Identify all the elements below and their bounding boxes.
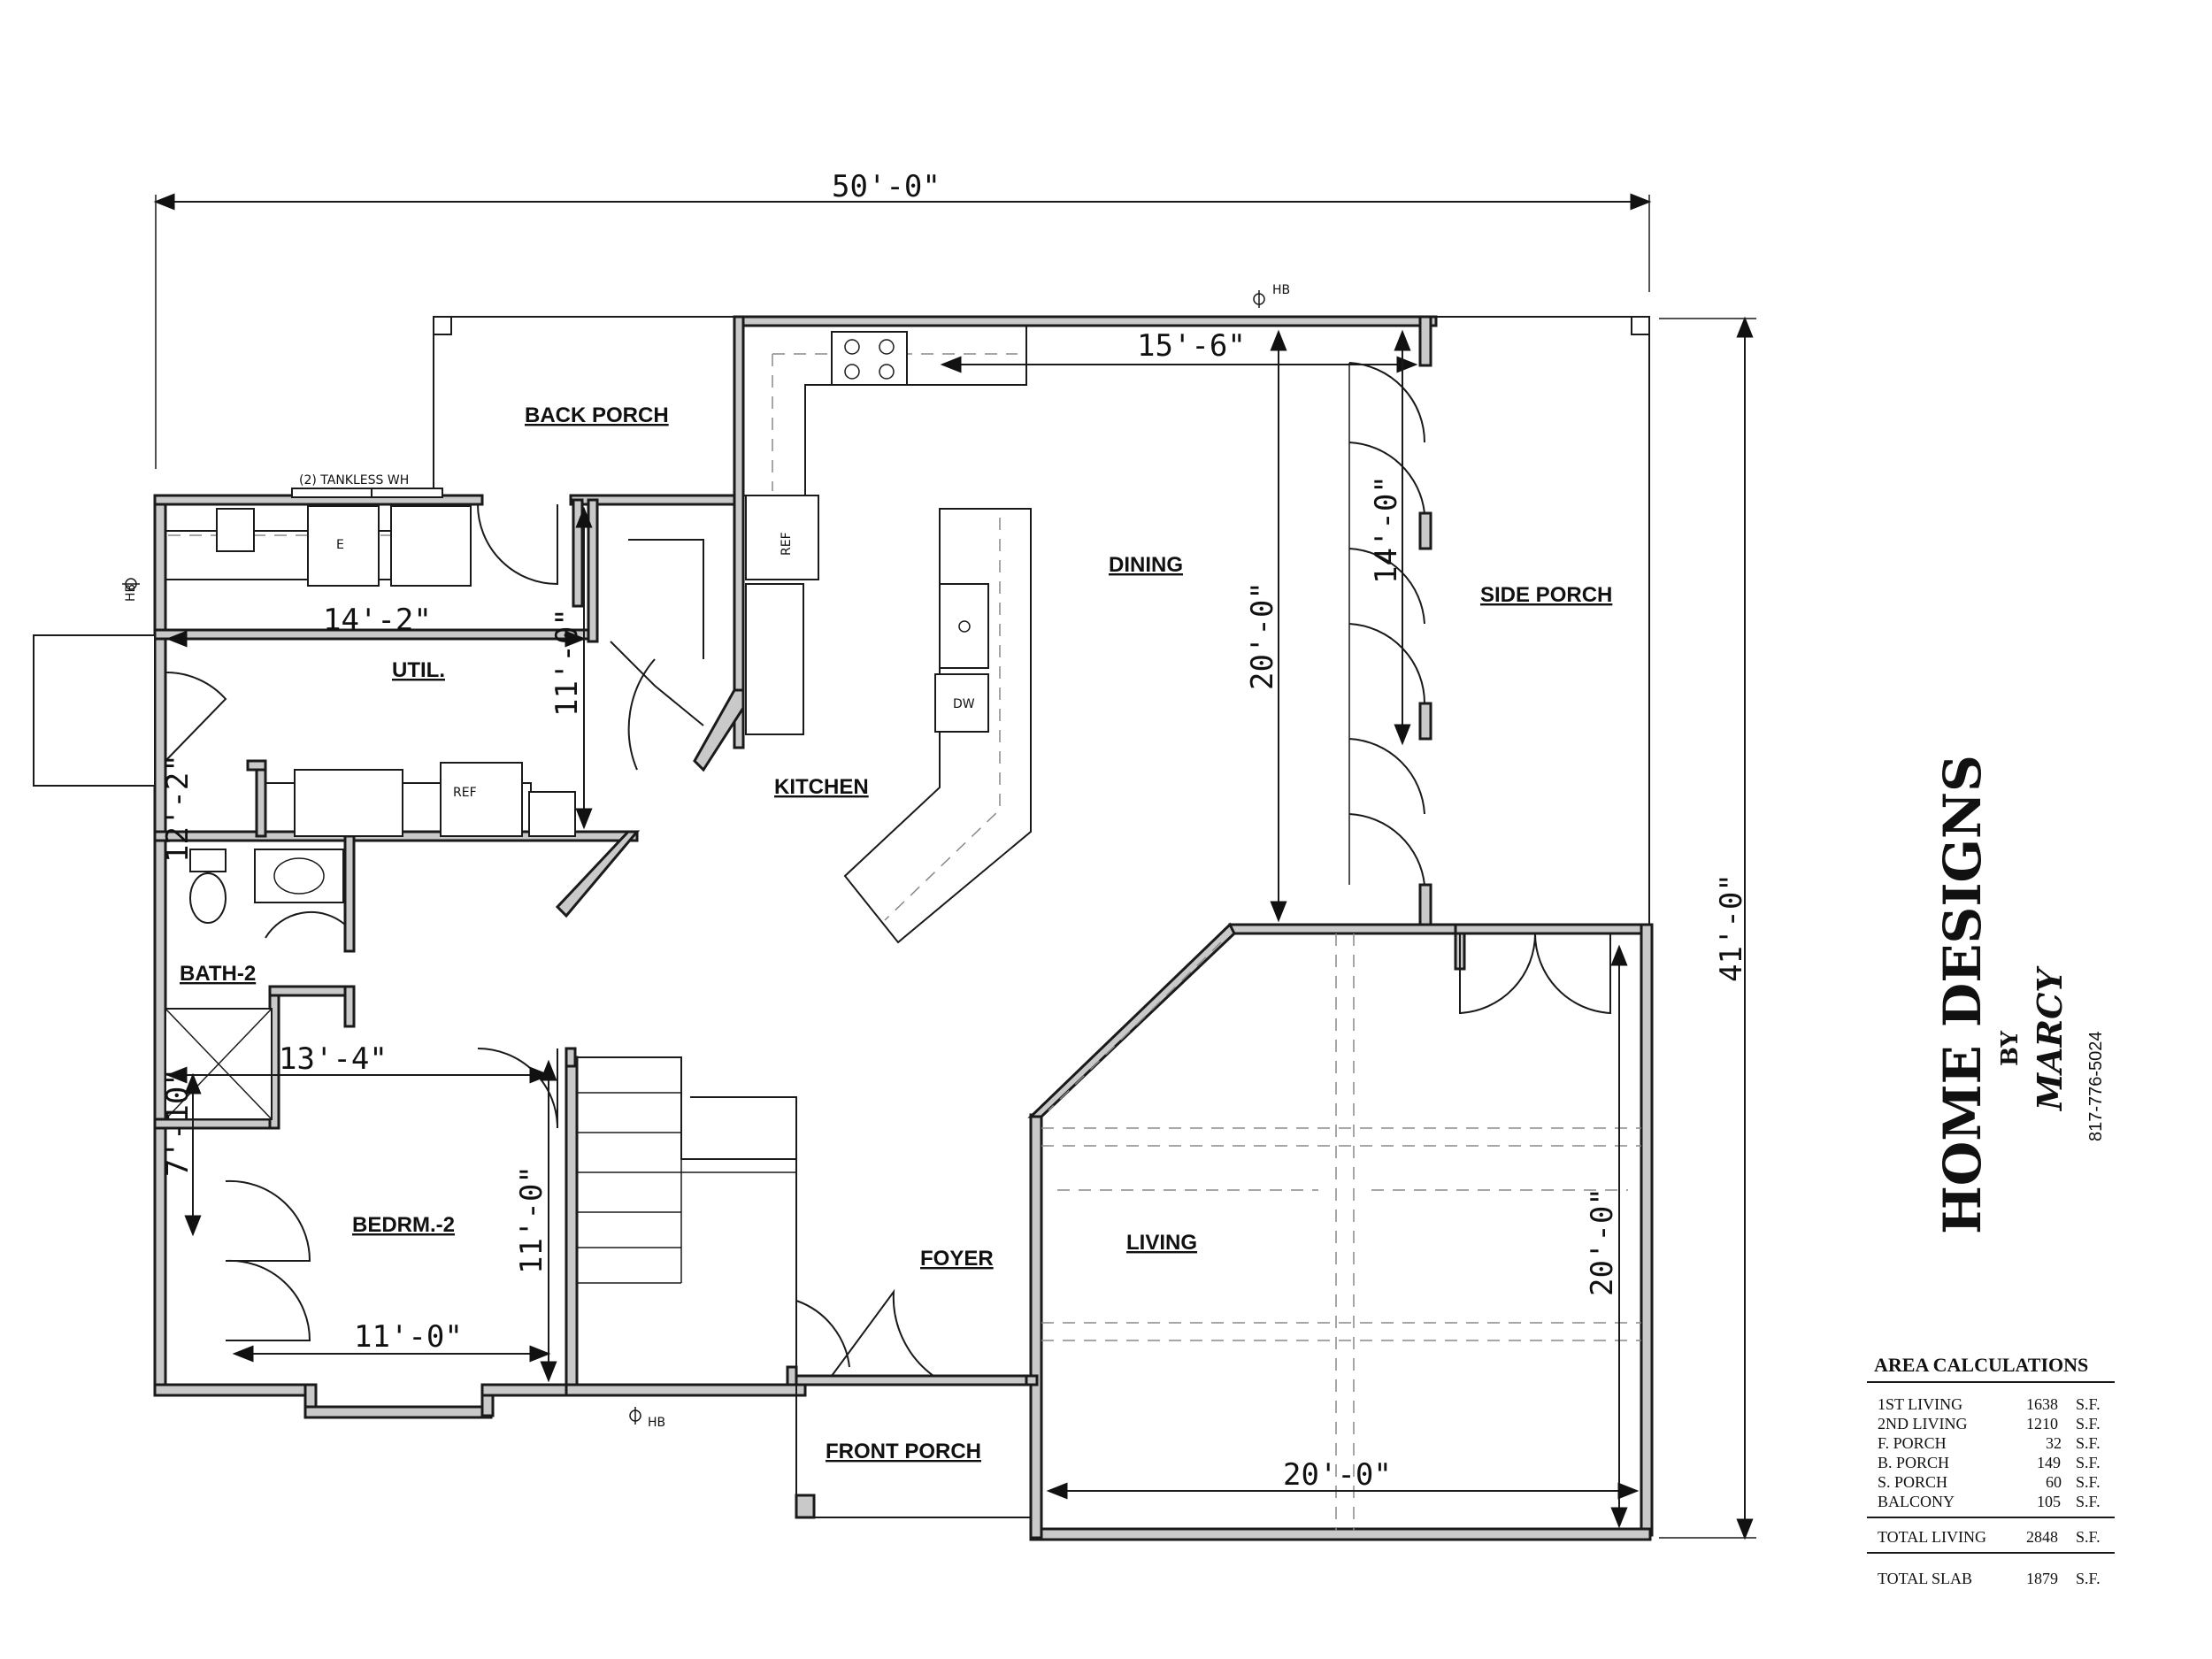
walls <box>153 315 1654 1541</box>
overall-depth-dimension <box>1659 316 1756 1540</box>
area-row-value: 1638 <box>2026 1395 2058 1413</box>
room-bedroom: BEDRM.-2 <box>352 1213 455 1237</box>
area-calculations-table: AREA CALCULATIONS 1ST LIVING 1638 S.F. 2… <box>1867 1354 2115 1587</box>
area-row-label: F. PORCH <box>1878 1434 1947 1452</box>
cooktop-icon <box>831 331 908 386</box>
bath-fixtures <box>165 849 344 1120</box>
doors <box>165 362 1611 1377</box>
side-porch-depth-label: 14'-0" <box>1369 475 1404 584</box>
area-row-unit: S.F. <box>2076 1454 2101 1471</box>
area-row-value: 32 <box>2046 1434 2062 1452</box>
total-slab-label: TOTAL SLAB <box>1878 1570 1972 1587</box>
room-living: LIVING <box>1126 1231 1197 1255</box>
bedroom-bottom-label: 11'-0" <box>354 1319 463 1355</box>
bedroom-left-label: 7'-10" <box>160 1068 196 1177</box>
area-row-label: BALCONY <box>1878 1493 1955 1510</box>
room-kitchen: KITCHEN <box>774 775 869 799</box>
area-row-label: 1ST LIVING <box>1878 1395 1962 1413</box>
area-row-label: S. PORCH <box>1878 1473 1947 1491</box>
total-living-label: TOTAL LIVING <box>1878 1528 1986 1546</box>
area-row-value: 105 <box>2037 1493 2061 1510</box>
area-row-unit: S.F. <box>2076 1434 2101 1452</box>
area-row-unit: S.F. <box>2076 1493 2101 1510</box>
area-row-label: B. PORCH <box>1878 1454 1949 1471</box>
total-living-value: 2848 <box>2026 1528 2058 1546</box>
util-fixtures: E REF <box>165 505 704 837</box>
hb-label-top: HB <box>1272 283 1290 297</box>
living-ceiling-lines <box>1041 933 1641 1531</box>
area-row-unit: S.F. <box>2076 1473 2101 1491</box>
util-ref-label: REF <box>453 786 477 800</box>
total-slab-value: 1879 <box>2026 1570 2058 1587</box>
area-row-label: 2ND LIVING <box>1878 1415 1967 1432</box>
dining-width-label: 15'-6" <box>1137 328 1246 364</box>
hb-label-left: HB <box>124 584 138 602</box>
room-foyer: FOYER <box>920 1247 994 1271</box>
room-front-porch: FRONT PORCH <box>826 1440 981 1463</box>
total-slab-unit: S.F. <box>2076 1570 2101 1587</box>
dining-depth-label: 20'-0" <box>1245 581 1280 690</box>
bath-dim-label: 12'-2" <box>160 754 196 863</box>
area-row-unit: S.F. <box>2076 1395 2101 1413</box>
room-side-porch: SIDE PORCH <box>1480 583 1612 607</box>
util-width-label: 14'-2" <box>323 603 432 638</box>
dishwasher-label: DW <box>953 697 975 711</box>
area-row-unit: S.F. <box>2076 1415 2101 1432</box>
room-bath: BATH-2 <box>180 962 256 986</box>
area-row-value: 60 <box>2046 1473 2062 1491</box>
area-row-value: 1210 <box>2026 1415 2058 1432</box>
overall-depth-label: 41'-0" <box>1714 873 1749 982</box>
hb-label-front: HB <box>648 1416 665 1430</box>
overall-width-label: 50'-0" <box>832 169 941 204</box>
total-living-unit: S.F. <box>2076 1528 2101 1546</box>
bedroom-right-label: 11'-0" <box>514 1165 549 1274</box>
brand-designer: MARCY <box>2030 965 2070 1112</box>
brand-phone: 817-776-5024 <box>2086 1031 2106 1141</box>
room-dining: DINING <box>1109 553 1183 577</box>
room-back-porch: BACK PORCH <box>525 403 669 427</box>
living-depth-label: 20'-0" <box>1585 1187 1620 1296</box>
kitchen-counters: REF DW <box>743 325 1032 944</box>
util-depth-label: 11'-0" <box>549 608 585 717</box>
hose-bib-markers <box>122 290 1265 1425</box>
interior-dimensions <box>165 329 1640 1529</box>
overall-width-dimension <box>153 193 1652 469</box>
living-width-label: 20'-0" <box>1283 1457 1392 1493</box>
kitchen-ref-label: REF <box>780 532 794 556</box>
bedroom-top-label: 13'-4" <box>279 1041 388 1077</box>
stairs <box>577 1056 797 1376</box>
area-row-value: 149 <box>2037 1454 2061 1471</box>
area-calc-title: AREA CALCULATIONS <box>1874 1354 2088 1376</box>
brand-name: HOME DESIGNS <box>1932 755 1993 1234</box>
washer-label: E <box>336 538 344 552</box>
sink-icon <box>939 583 989 669</box>
brand-by: BY <box>1997 1030 2024 1066</box>
room-util: UTIL. <box>392 658 445 682</box>
tankless-label: (2) TANKLESS WH <box>299 473 409 488</box>
entry-stoop <box>33 634 156 787</box>
